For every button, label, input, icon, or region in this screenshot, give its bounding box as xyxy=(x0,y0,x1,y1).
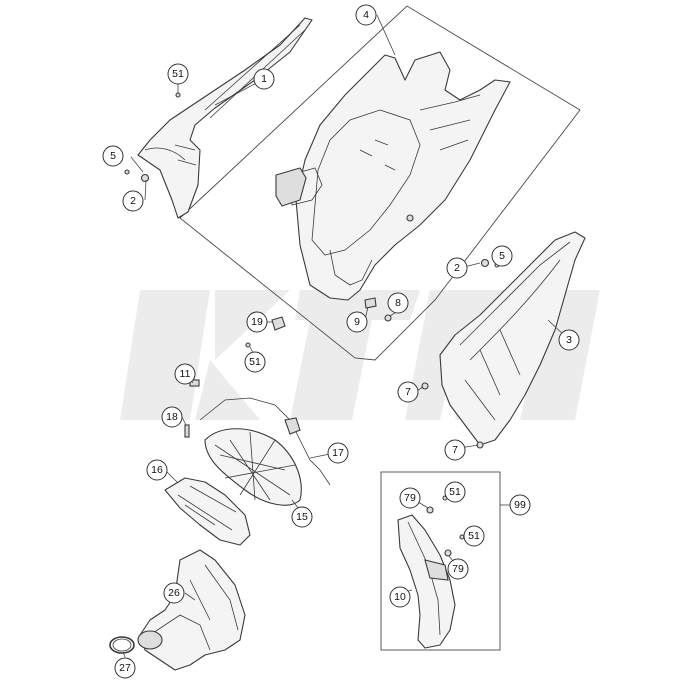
callout-16: 16 xyxy=(146,459,168,481)
callout-17: 17 xyxy=(327,442,349,464)
svg-text:9: 9 xyxy=(354,316,360,328)
callout-2-left: 2 xyxy=(122,190,144,212)
svg-text:7: 7 xyxy=(452,444,458,456)
callout-27: 27 xyxy=(114,657,136,679)
part-17-filter-cage xyxy=(199,397,331,486)
part-16-filter-support xyxy=(164,477,251,546)
svg-text:27: 27 xyxy=(119,662,131,674)
callout-10: 10 xyxy=(389,586,411,608)
callout-7-upper: 7 xyxy=(397,381,419,403)
group-frame-4 xyxy=(179,5,581,361)
callout-19: 19 xyxy=(246,311,268,333)
callout-9: 9 xyxy=(346,311,368,333)
svg-text:2: 2 xyxy=(454,262,460,274)
callout-51-top: 51 xyxy=(167,63,189,85)
svg-text:5: 5 xyxy=(499,250,505,262)
svg-text:99: 99 xyxy=(514,499,526,511)
svg-text:51: 51 xyxy=(172,68,184,80)
svg-text:79: 79 xyxy=(404,492,416,504)
svg-text:1: 1 xyxy=(261,73,267,85)
callout-5-right: 5 xyxy=(491,245,513,267)
svg-text:51: 51 xyxy=(449,486,461,498)
callout-26: 26 xyxy=(163,582,185,604)
svg-text:4: 4 xyxy=(363,9,369,21)
callout-79-upper: 79 xyxy=(399,487,421,509)
callout-7-lower: 7 xyxy=(444,439,466,461)
part-10-intake-snorkel xyxy=(397,514,456,649)
svg-text:18: 18 xyxy=(166,411,178,423)
svg-text:17: 17 xyxy=(332,447,344,459)
svg-text:3: 3 xyxy=(566,334,572,346)
group-frame-99 xyxy=(380,471,501,651)
callout-1: 1 xyxy=(253,68,275,90)
svg-text:10: 10 xyxy=(394,591,406,603)
svg-text:15: 15 xyxy=(296,511,308,523)
callout-15: 15 xyxy=(291,506,313,528)
svg-text:11: 11 xyxy=(180,368,191,380)
callout-11: 11 xyxy=(174,363,196,385)
svg-text:51: 51 xyxy=(468,530,480,542)
svg-text:16: 16 xyxy=(151,464,163,476)
callout-51-mid: 51 xyxy=(244,351,266,373)
svg-text:5: 5 xyxy=(110,150,116,162)
callout-51-kit-upper: 51 xyxy=(444,481,466,503)
callout-18: 18 xyxy=(161,406,183,428)
svg-text:7: 7 xyxy=(405,386,411,398)
part-3-side-cover xyxy=(439,231,586,446)
svg-text:2: 2 xyxy=(130,195,136,207)
svg-text:79: 79 xyxy=(452,563,464,575)
callout-99: 99 xyxy=(509,494,531,516)
part-15-air-filter xyxy=(204,428,302,506)
callout-3: 3 xyxy=(558,329,580,351)
svg-text:19: 19 xyxy=(251,316,263,328)
callout-2-right: 2 xyxy=(446,257,468,279)
part-26-intake-boot xyxy=(137,549,246,671)
svg-text:8: 8 xyxy=(395,297,401,309)
svg-text:51: 51 xyxy=(249,356,261,368)
svg-text:26: 26 xyxy=(168,587,180,599)
callout-5-left: 5 xyxy=(102,145,124,167)
callout-8: 8 xyxy=(387,292,409,314)
callout-4: 4 xyxy=(355,4,377,26)
callout-79-lower: 79 xyxy=(447,558,469,580)
part-4-airbox xyxy=(275,51,511,301)
part-27-hose-clamp xyxy=(109,636,135,654)
callout-51-kit-lower: 51 xyxy=(463,525,485,547)
